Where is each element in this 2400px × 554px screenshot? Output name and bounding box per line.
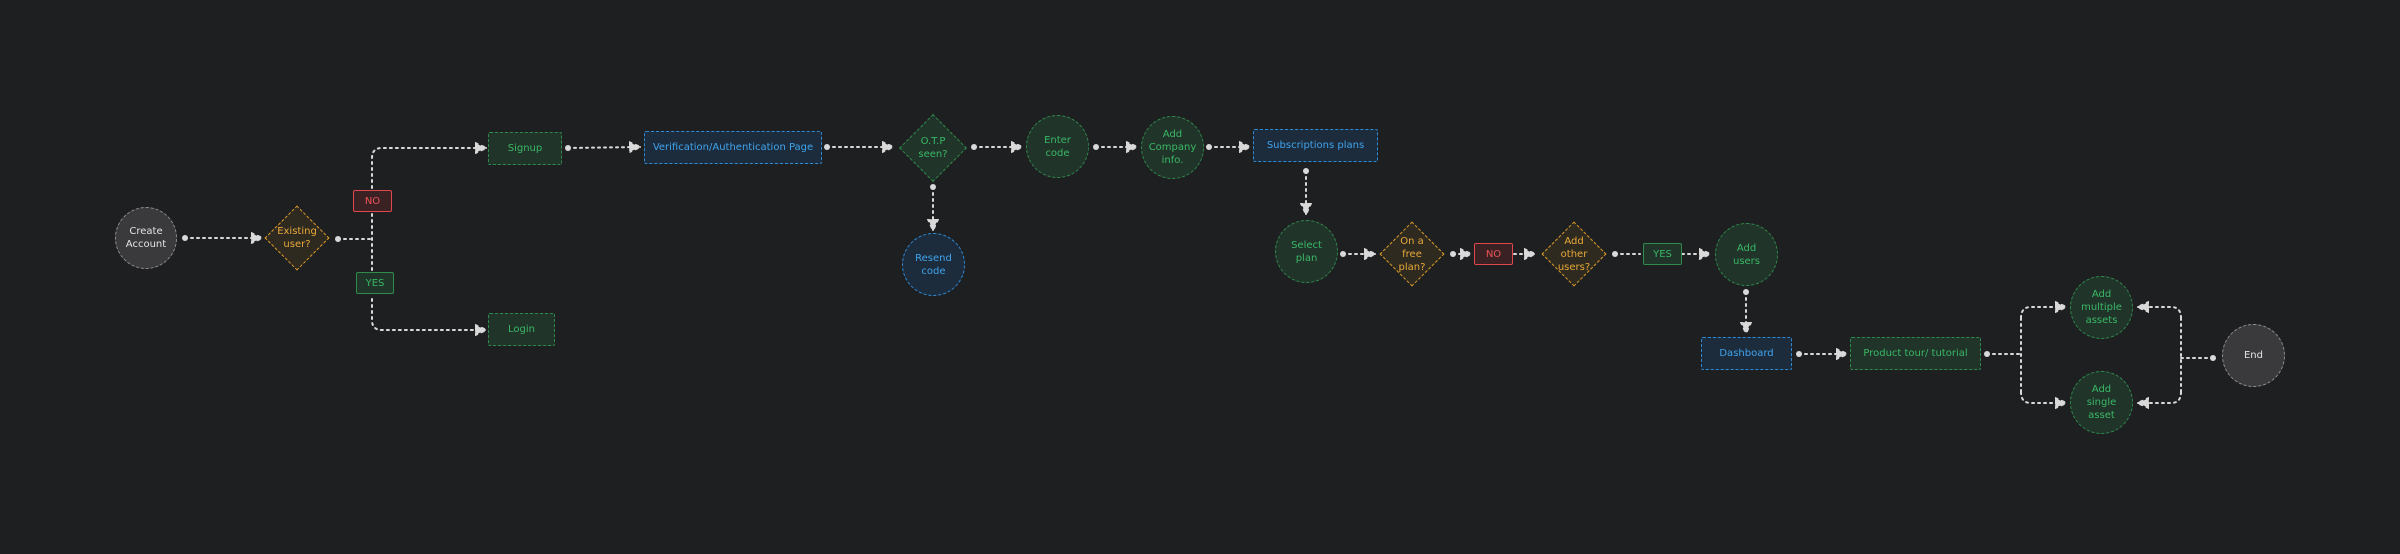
- verification-page-node[interactable]: Verification/Authentication Page: [644, 131, 822, 164]
- connector-otp-to-enter: [971, 144, 1022, 150]
- login-label: Login: [508, 324, 535, 335]
- connector-no-to-signup: [371, 148, 486, 189]
- connector-enter-to-company: [1093, 144, 1137, 150]
- otp-seen-decision[interactable]: O.T.P seen?: [897, 113, 969, 183]
- yes-label-text: YES: [1653, 248, 1672, 260]
- login-node[interactable]: Login: [488, 313, 555, 346]
- connector-create-to-existing: [182, 235, 262, 241]
- enter-code-node[interactable]: Enter code: [1026, 115, 1089, 178]
- connector-subscriptions-to-select: [1303, 168, 1309, 214]
- end-label: End: [2243, 350, 2263, 361]
- yes-label-text: YES: [365, 277, 385, 289]
- add-users-node[interactable]: Add users: [1715, 223, 1778, 286]
- add-other-users-label: Add other users?: [1557, 235, 1591, 273]
- existing-user-decision[interactable]: Existing user?: [262, 205, 332, 271]
- add-other-users-decision[interactable]: Add other users?: [1539, 221, 1609, 287]
- resend-code-label: Resend code: [915, 252, 952, 277]
- select-plan-label: Select plan: [1291, 239, 1322, 264]
- subscription-plans-node[interactable]: Subscriptions plans: [1253, 129, 1378, 162]
- connector-addusers-to-dashboard: [1743, 289, 1749, 333]
- connector-otp-to-resend: [930, 184, 936, 230]
- no-label-text: NO: [1485, 248, 1502, 260]
- otp-seen-label: O.T.P seen?: [918, 136, 948, 160]
- signup-node[interactable]: Signup: [488, 132, 562, 165]
- add-single-asset-label: Add single asset: [2086, 384, 2117, 421]
- connector-verification-to-otp: [824, 144, 893, 150]
- existing-user-label: Existing user?: [277, 226, 317, 250]
- add-company-info-node[interactable]: Add Company info.: [1141, 116, 1204, 179]
- select-plan-node[interactable]: Select plan: [1275, 220, 1338, 283]
- dashboard-label: Dashboard: [1719, 348, 1774, 359]
- yes-label-existing-user: YES: [356, 272, 394, 294]
- connector-free-to-no: [1450, 251, 1471, 257]
- verification-label: Verification/Authentication Page: [652, 142, 814, 153]
- add-company-info-label: Add Company info.: [1148, 129, 1197, 166]
- create-account-node[interactable]: Create Account: [115, 207, 177, 269]
- no-label-text: NO: [364, 195, 381, 207]
- resend-code-node[interactable]: Resend code: [902, 233, 965, 296]
- enter-code-label: Enter code: [1044, 134, 1071, 159]
- yes-label-add-other-users: YES: [1643, 243, 1682, 265]
- add-single-asset-node[interactable]: Add single asset: [2070, 371, 2133, 434]
- add-multiple-assets-label: Add multiple assets: [2081, 289, 2122, 326]
- connector-tour-branch: [1984, 307, 2066, 403]
- product-tour-node[interactable]: Product tour/ tutorial: [1850, 337, 1981, 370]
- create-account-label: Create Account: [125, 226, 167, 250]
- connector-end-branch: [2138, 307, 2216, 403]
- connector-signup-to-verification: [565, 145, 640, 151]
- free-plan-decision[interactable]: On a free plan?: [1377, 221, 1447, 287]
- connector-select-to-free: [1340, 251, 1375, 257]
- connector-yes-to-login: [371, 298, 486, 330]
- free-plan-label: On a free plan?: [1398, 235, 1426, 273]
- add-multiple-assets-node[interactable]: Add multiple assets: [2070, 276, 2133, 339]
- no-label-free-plan: NO: [1474, 243, 1513, 265]
- product-tour-label: Product tour/ tutorial: [1863, 348, 1968, 359]
- dashboard-node[interactable]: Dashboard: [1701, 337, 1792, 370]
- add-users-label: Add users: [1732, 242, 1761, 267]
- connector-addother-to-yes: [1612, 251, 1641, 257]
- signup-label: Signup: [507, 143, 543, 154]
- end-node[interactable]: End: [2222, 324, 2285, 387]
- subscription-plans-label: Subscriptions plans: [1266, 140, 1365, 151]
- no-label-existing-user: NO: [353, 190, 392, 212]
- connector-company-to-subscriptions: [1206, 144, 1250, 150]
- connector-dashboard-to-tour: [1796, 351, 1847, 357]
